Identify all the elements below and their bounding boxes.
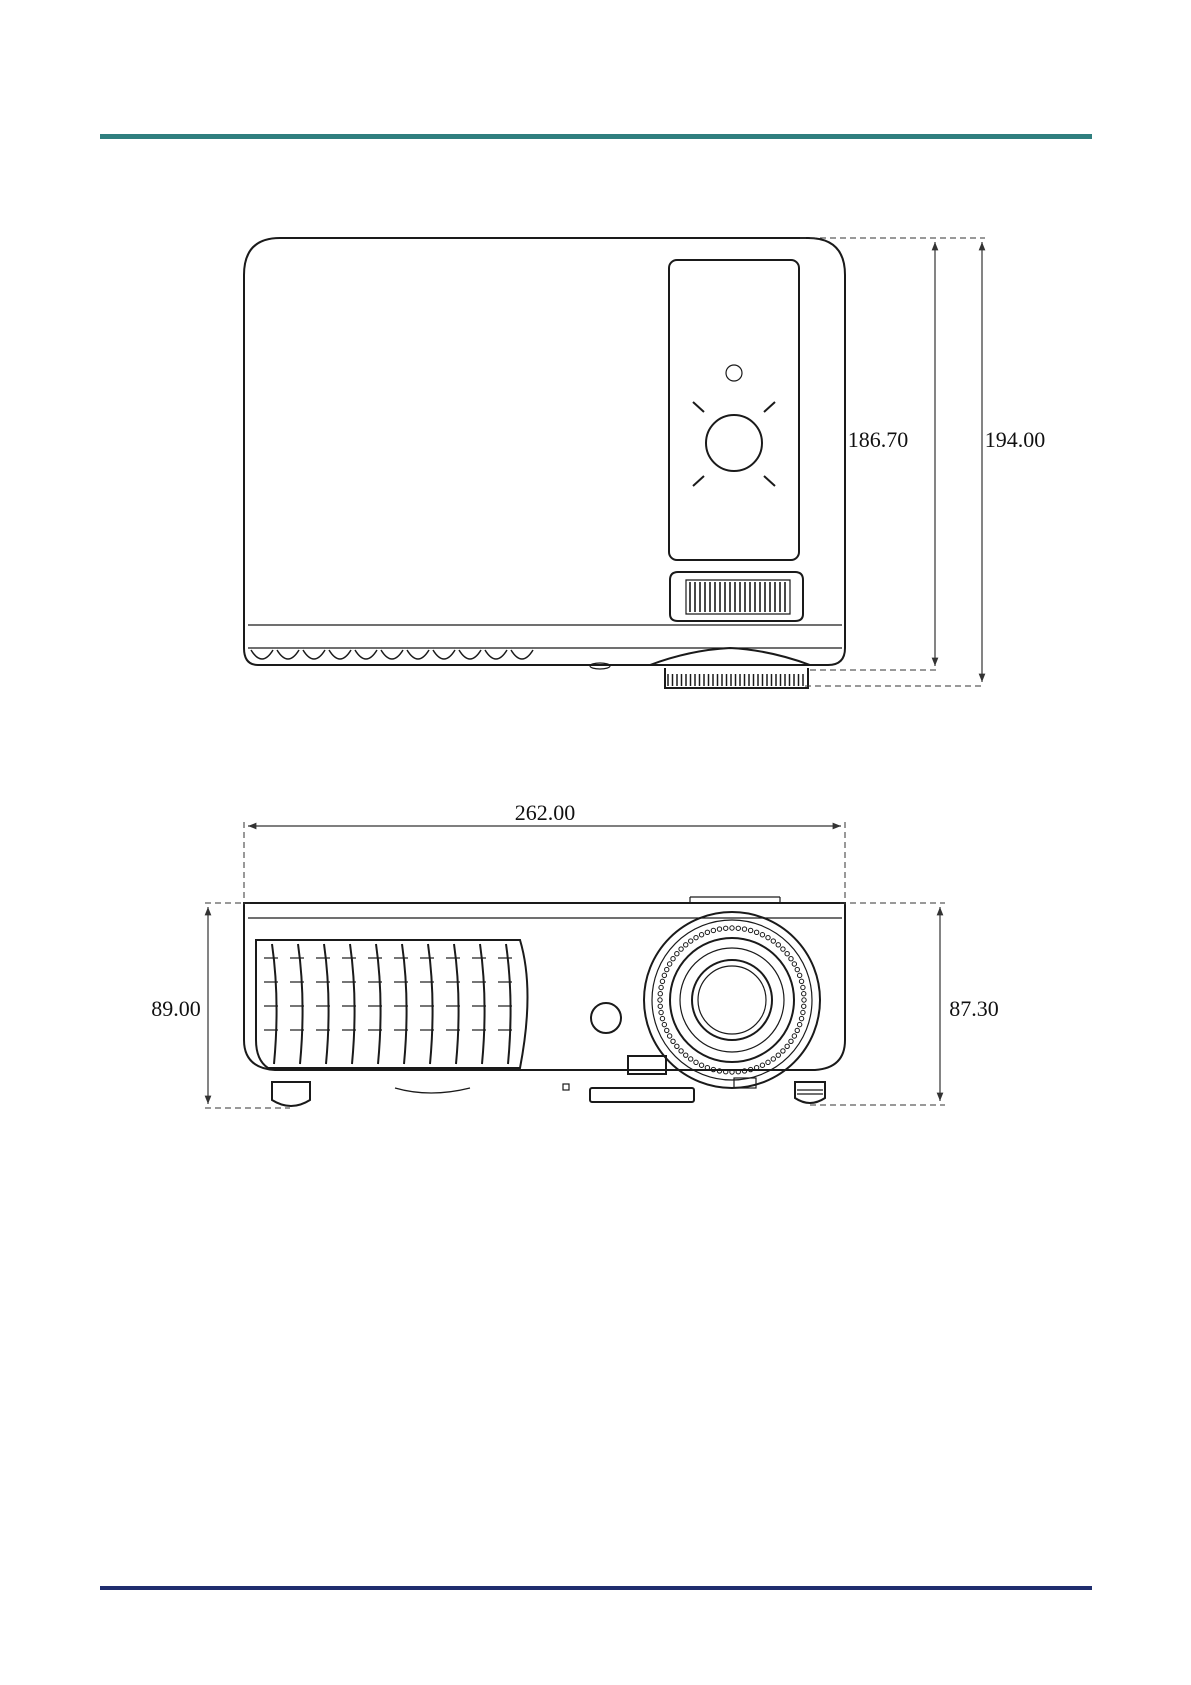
dim-front-width: 262.00: [515, 800, 576, 825]
vent-slats: [264, 944, 512, 1064]
power-button-icon: [706, 415, 762, 471]
bottom-bar: [590, 1088, 694, 1102]
zoom-wheel-ridges: [690, 582, 785, 612]
lens-ring-ridges: [668, 674, 803, 686]
lens-glass-icon: [692, 960, 772, 1040]
top-view-dimensions: 186.70 194.00: [800, 238, 1045, 686]
front-view: [244, 897, 845, 1106]
dim-front-height-right: 87.30: [949, 996, 999, 1021]
control-panel: [669, 260, 799, 560]
lens-cover-latch: [628, 1056, 666, 1074]
front-view-dimensions: 262.00 89.00 87.30: [151, 800, 999, 1108]
front-vent-grille: [256, 940, 528, 1068]
dim-top-inner-depth: 186.70: [848, 427, 909, 452]
left-foot: [272, 1082, 310, 1106]
dim-top-overall-depth: 194.00: [985, 427, 1046, 452]
dim-front-height-left: 89.00: [151, 996, 201, 1021]
right-foot: [795, 1082, 825, 1103]
power-led-icon: [726, 365, 742, 381]
front-vent-row: [251, 650, 533, 659]
ir-sensor-icon: [591, 1003, 621, 1033]
top-view: [244, 238, 845, 688]
